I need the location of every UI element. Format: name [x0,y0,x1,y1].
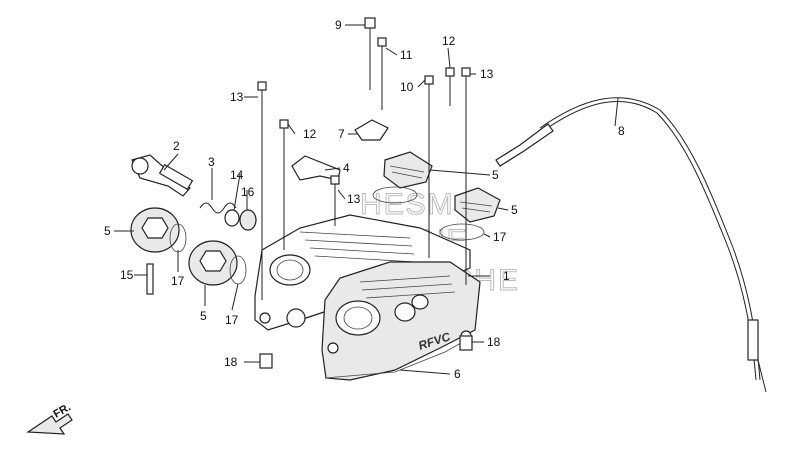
bolt-13-left [257,81,267,300]
callout-2: 2 [173,139,180,153]
callout-3: 3 [208,155,215,169]
callout-16: 16 [241,185,255,199]
bolt-9 [364,17,376,90]
callout-17-left: 17 [171,274,185,288]
leader-lines [114,24,619,375]
o-ring-17-upper [372,186,418,204]
bolt-13-right [461,67,471,285]
callout-13-right: 13 [480,67,494,81]
callout-8: 8 [618,124,625,138]
callout-1: 1 [503,269,510,283]
breather-cap-right [454,187,501,223]
callout-15: 15 [120,268,134,282]
front-direction-arrow: FR. [26,401,73,435]
seal-16 [239,209,257,231]
dowel-pin-15 [146,263,154,295]
callout-7: 7 [338,127,345,141]
bushing-18-right [459,335,473,351]
clip-7 [354,119,389,141]
callout-12-left: 12 [303,127,317,141]
callout-14: 14 [230,168,244,182]
callout-4: 4 [343,161,350,175]
watermark-line-1: HESM [360,188,455,221]
callout-6: 6 [454,367,461,381]
bolt-12-left [279,119,289,250]
callout-13-mid: 13 [347,192,361,206]
callout-labels: 13 2 3 14 16 5 15 17 5 17 18 12 4 7 13 9… [104,18,625,381]
breather-cap-upper [383,151,433,189]
timing-cap-upper-left [130,207,187,253]
bolt-12-right [445,67,455,106]
spring-3 [199,202,237,214]
gasket-6 [324,337,471,379]
callout-18-left: 18 [224,355,238,369]
callout-12-right: 12 [442,34,456,48]
callout-5-upper: 5 [492,168,499,182]
bushing-18-left [259,353,273,369]
callout-5-lower-left: 5 [200,309,207,323]
callout-5-upper-left: 5 [104,224,111,238]
part-2-assembly [131,154,194,197]
callout-11: 11 [400,48,413,62]
callout-17-right: 17 [493,230,507,244]
seal-14 [224,209,240,227]
callout-17-lower-left: 17 [225,313,239,327]
front-head-cover: RFVC [321,261,481,381]
callout-9: 9 [335,18,342,32]
bolt-13-mid [330,175,340,226]
cable-8 [495,97,767,393]
callout-5-right: 5 [511,203,518,217]
callout-13-left: 13 [230,90,244,104]
timing-cap-lower-left [188,240,247,286]
callout-10: 10 [400,80,414,94]
callout-18-right: 18 [487,335,501,349]
o-ring-17-right [439,223,485,241]
bolt-11 [377,37,387,110]
